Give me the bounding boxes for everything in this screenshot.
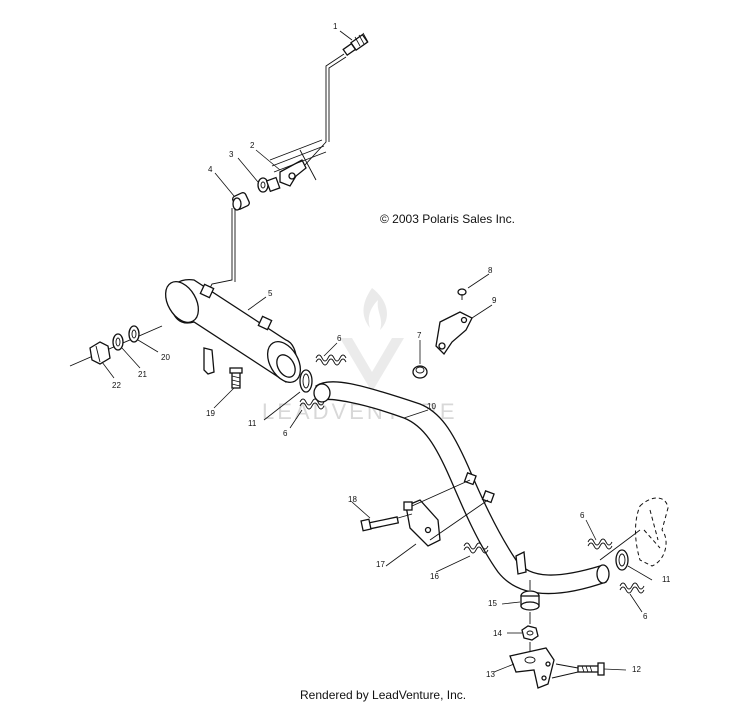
callout-16: 16 — [430, 572, 439, 581]
callout-4: 4 — [208, 165, 213, 174]
part-6-spring-right-lower — [619, 582, 645, 594]
callout-1: 1 — [333, 22, 338, 31]
callout-15: 15 — [488, 599, 497, 608]
part-4-grommet — [232, 192, 250, 211]
part-12-bolt — [577, 662, 605, 676]
part-3-washer — [257, 176, 281, 193]
part-6-spring-right-upper — [587, 538, 613, 550]
part-21-washer — [112, 333, 124, 351]
callout-19: 19 — [206, 409, 215, 418]
part-20-washer — [128, 325, 140, 343]
part-1-fitting — [342, 32, 369, 57]
part-14-nut — [521, 625, 539, 641]
part-8-screw — [457, 288, 467, 300]
part-11-gasket-flange — [615, 549, 629, 571]
callout-12: 12 — [632, 665, 641, 674]
part-19-bolt — [229, 367, 243, 389]
callout-5: 5 — [268, 289, 273, 298]
part-10-head-pipe — [313, 381, 610, 595]
callout-21: 21 — [138, 370, 147, 379]
callout-20: 20 — [161, 353, 170, 362]
part-6-spring-lower — [299, 398, 325, 410]
callout-9: 9 — [492, 296, 497, 305]
callout-6d: 6 — [643, 612, 648, 621]
callout-8: 8 — [488, 266, 493, 275]
vent-tube — [295, 53, 345, 171]
leader-lines — [101, 30, 653, 673]
callout-11b: 11 — [662, 575, 671, 584]
part-6-spring-upper — [315, 354, 347, 366]
callout-11a: 11 — [248, 419, 257, 428]
callout-17: 17 — [376, 560, 385, 569]
callout-3: 3 — [229, 150, 234, 159]
part-13-bracket — [509, 647, 555, 689]
callout-18: 18 — [348, 495, 357, 504]
part-2-bracket — [269, 139, 327, 187]
copyright-notice: © 2003 Polaris Sales Inc. — [380, 212, 515, 226]
part-5-muffler — [164, 279, 302, 383]
callout-2: 2 — [250, 141, 255, 150]
part-7-grommet — [412, 365, 428, 379]
callout-13: 13 — [486, 670, 495, 679]
callout-labels: 1 2 3 4 5 6 6 6 6 7 8 9 10 11 11 12 13 1… — [112, 22, 671, 679]
part-9-bracket — [435, 311, 473, 356]
engine-flange-outline — [635, 497, 669, 567]
callout-14: 14 — [493, 629, 502, 638]
callout-6b: 6 — [283, 429, 288, 438]
callout-6c: 6 — [580, 511, 585, 520]
part-22-nut — [89, 341, 111, 365]
part-15-isolator — [520, 590, 540, 611]
callout-22: 22 — [112, 381, 121, 390]
part-18-bolt — [360, 516, 400, 532]
callout-6a: 6 — [337, 334, 342, 343]
watermark-logo — [340, 288, 404, 392]
callout-10: 10 — [427, 402, 436, 411]
part-16-spring — [463, 542, 489, 554]
footer-credit: Rendered by LeadVenture, Inc. — [300, 688, 466, 702]
callout-7: 7 — [417, 331, 422, 340]
part-11-gasket-muffler — [299, 369, 313, 393]
part-17-bracket — [403, 499, 441, 547]
